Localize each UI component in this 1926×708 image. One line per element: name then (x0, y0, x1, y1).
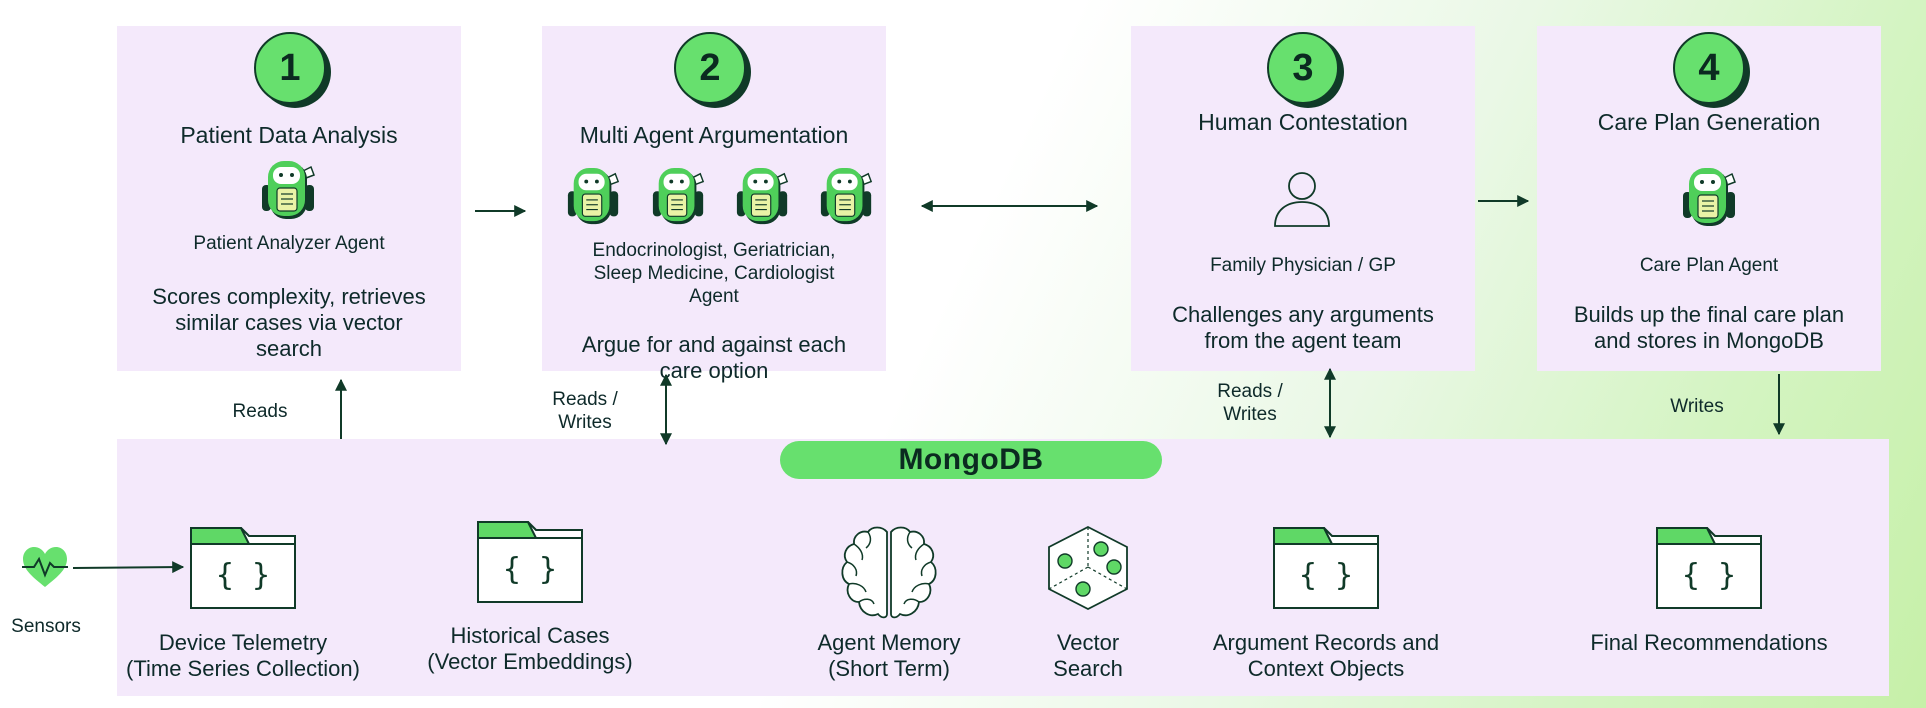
mongodb-box (117, 439, 1889, 696)
step-3-title: Human Contestation (1198, 109, 1408, 135)
step-1-description: Scores complexity, retrieves similar cas… (117, 284, 461, 362)
step-4-description: Builds up the final care plan and stores… (1537, 302, 1881, 354)
step-2-title: Multi Agent Argumentation (579, 122, 849, 148)
step-3-agent: Family Physician / GP (1210, 255, 1396, 276)
step-2-agents: Endocrinologist, Geriatrician, Sleep Med… (542, 239, 886, 308)
step-2-description: Argue for and against each care option (542, 332, 886, 384)
reads-writes-label-2: Reads / Writes (1205, 380, 1295, 426)
step-4-desc-line: Builds up the final care plan (1573, 302, 1845, 327)
step-2-desc-line: Argue for and against each (581, 332, 847, 357)
collection-label-line: Final Recommendations (1590, 630, 1828, 655)
collection-label-line: (Time Series Collection) (126, 656, 360, 681)
collection-label-final-recommendations: Final Recommendations (1568, 630, 1850, 656)
vector-cube-icon (1048, 525, 1128, 611)
step-4-agent: Care Plan Agent (1639, 255, 1779, 276)
step-1-title: Patient Data Analysis (180, 122, 398, 148)
step-1-desc-line: search (255, 336, 323, 361)
step-4-number: 4 (1673, 32, 1745, 104)
collection-label-line: Argument Records and (1212, 630, 1440, 655)
collection-label-historical-cases: Historical Cases (Vector Embeddings) (400, 623, 660, 675)
person-icon (1274, 172, 1330, 227)
arrow-label-line: Writes (558, 412, 612, 433)
heart-pulse-icon (22, 547, 68, 587)
step-2-agent-line: Endocrinologist, Geriatrician, (592, 240, 836, 261)
arrow-label-line: Reads / (1217, 381, 1283, 402)
collection-label-line: Search (1053, 656, 1123, 681)
sensors-label: Sensors (11, 616, 81, 637)
collection-label-line: Historical Cases (450, 623, 610, 648)
step-2-agent-line: Agent (689, 286, 739, 307)
reads-label: Reads (232, 401, 288, 422)
collection-label-line: Device Telemetry (158, 630, 328, 655)
collection-label-argument-records: Argument Records and Context Objects (1186, 630, 1466, 682)
collection-label-line: Vector (1056, 630, 1120, 655)
mongodb-title: MongoDB (780, 441, 1162, 479)
collection-label-device-telemetry: Device Telemetry (Time Series Collection… (112, 630, 374, 682)
arrow-label-line: Writes (1223, 404, 1277, 425)
collection-label-vector-search: Vector Search (1030, 630, 1146, 682)
step-4-title: Care Plan Generation (1597, 109, 1821, 135)
arrow-sensors-to-telemetry (72, 561, 185, 574)
step-1-desc-line: similar cases via vector (175, 310, 403, 335)
json-folder-icon (476, 516, 584, 604)
json-folder-icon (1655, 522, 1763, 610)
reads-writes-label-1: Reads / Writes (540, 388, 630, 434)
json-folder-icon (189, 522, 297, 610)
step-2-agent-line: Sleep Medicine, Cardiologist (593, 263, 835, 284)
step-2-number: 2 (674, 32, 746, 104)
writes-label: Writes (1670, 396, 1724, 417)
arrow-label-line: Reads / (552, 389, 618, 410)
collection-label-line: Agent Memory (817, 630, 961, 655)
step-4-desc-line: and stores in MongoDB (1594, 328, 1824, 353)
step-3-number: 3 (1267, 32, 1339, 104)
step-1-desc-line: Scores complexity, retrieves (152, 284, 426, 309)
step-3-desc-line: from the agent team (1204, 328, 1402, 353)
brain-icon (841, 526, 937, 619)
json-folder-icon (1272, 522, 1380, 610)
collection-label-agent-memory: Agent Memory (Short Term) (778, 630, 1000, 682)
step-1-agent: Patient Analyzer Agent (193, 233, 385, 254)
step-3-desc-line: Challenges any arguments (1172, 302, 1434, 327)
collection-label-line: (Short Term) (828, 656, 950, 681)
step-2-desc-line: care option (659, 358, 769, 383)
step-3-description: Challenges any arguments from the agent … (1131, 302, 1475, 354)
collection-label-line: Context Objects (1247, 656, 1405, 681)
step-1-number: 1 (254, 32, 326, 104)
collection-label-line: (Vector Embeddings) (427, 649, 633, 674)
